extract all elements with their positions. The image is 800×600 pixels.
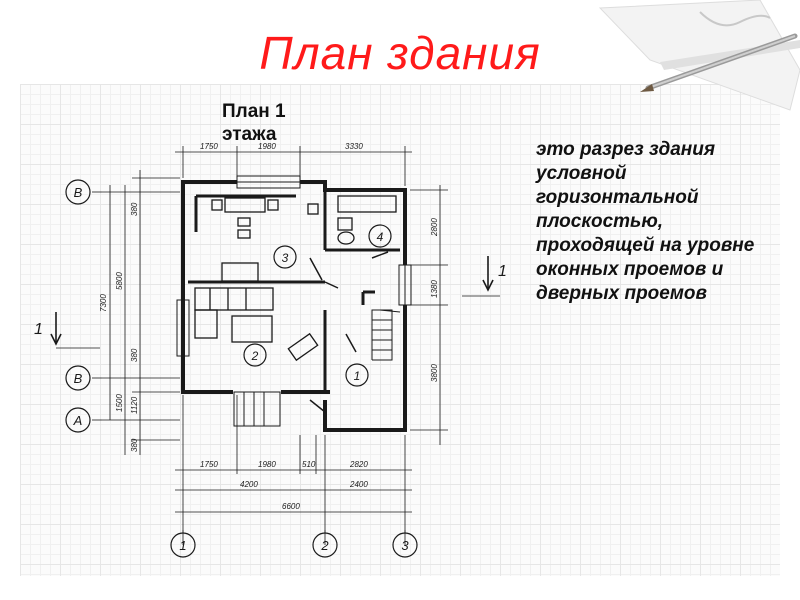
- section-arrows: [50, 256, 494, 346]
- dim-top-3: 3330: [345, 142, 363, 151]
- axis-label-v-top: В: [74, 185, 83, 200]
- dim-top-1: 1750: [200, 142, 218, 151]
- dim-right-1: 2800: [430, 218, 439, 237]
- dim-bottom-5: 4200: [240, 480, 258, 489]
- dim-top-2: 1980: [258, 142, 276, 151]
- doors: [309, 251, 389, 413]
- dim-right-3: 3800: [430, 364, 439, 382]
- axis-label-v-bottom: В: [74, 371, 83, 386]
- axis-bubbles: [65, 179, 418, 558]
- slide-title: План здания: [259, 27, 541, 79]
- room-marker-circles: [243, 224, 392, 387]
- grid-paper-background: [20, 84, 780, 576]
- section-mark-left: 1: [34, 321, 43, 338]
- dim-bottom-4: 2820: [349, 460, 368, 469]
- dim-left-5: 380: [130, 438, 139, 452]
- plan-description: это разрез здания условной горизонтально…: [536, 139, 755, 304]
- room-number-1: 1: [354, 369, 361, 383]
- dim-bottom-6: 2400: [349, 480, 368, 489]
- dim-left-outer-1: 7300: [99, 294, 108, 312]
- room-number-4: 4: [377, 230, 384, 244]
- axis-label-3: 3: [401, 538, 409, 553]
- plan-subtitle: План 1 этажа: [222, 101, 286, 145]
- dim-bottom-3: 510: [302, 460, 316, 469]
- dim-left-3: 380: [130, 348, 139, 362]
- dim-left-4: 1120: [130, 396, 139, 414]
- dimension-lines: [56, 146, 500, 545]
- staircase: [233, 309, 401, 427]
- dim-bottom-1: 1750: [200, 460, 218, 469]
- dim-right-2: 1380: [430, 280, 439, 298]
- exterior-walls: [181, 180, 407, 432]
- windows: [176, 175, 412, 357]
- furniture: [194, 195, 397, 362]
- axis-label-1: 1: [179, 538, 186, 553]
- axis-label-2: 2: [320, 538, 329, 553]
- dim-left-2: 5800: [115, 272, 124, 290]
- dim-left-1: 380: [130, 202, 139, 216]
- room-number-3: 3: [282, 251, 289, 265]
- section-mark-right: 1: [498, 263, 507, 280]
- room-number-2: 2: [251, 349, 259, 363]
- dim-left-outer-2: 1500: [115, 394, 124, 412]
- axis-label-a: А: [73, 413, 83, 428]
- interior-walls: [188, 190, 400, 392]
- dim-bottom-total: 6600: [282, 502, 300, 511]
- dim-bottom-2: 1980: [258, 460, 276, 469]
